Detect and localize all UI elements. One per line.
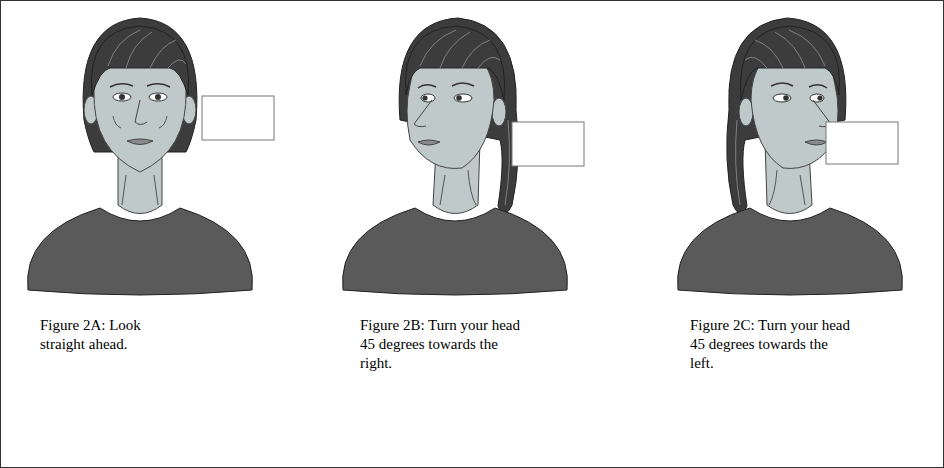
card	[826, 122, 898, 164]
eye	[113, 93, 131, 101]
iris	[119, 94, 125, 100]
figure-caption: Figure 2B: Turn your head 45 degrees tow…	[360, 316, 525, 373]
iris	[155, 94, 161, 100]
eye	[149, 93, 167, 101]
shirt	[28, 208, 253, 295]
head-turned-left	[678, 18, 903, 295]
neck-line	[122, 175, 158, 205]
mouth	[127, 139, 153, 145]
figure-caption: Figure 2C: Turn your head 45 degrees tow…	[690, 316, 855, 373]
hair-bangs	[91, 26, 188, 95]
nose	[135, 100, 147, 125]
head-front	[28, 18, 274, 295]
card	[202, 96, 274, 140]
cheek-line	[113, 116, 167, 128]
card	[512, 122, 584, 166]
hair-strand	[108, 30, 186, 68]
eyebrow	[110, 84, 170, 87]
figure-caption: Figure 2A: Look straight ahead.	[40, 316, 180, 354]
